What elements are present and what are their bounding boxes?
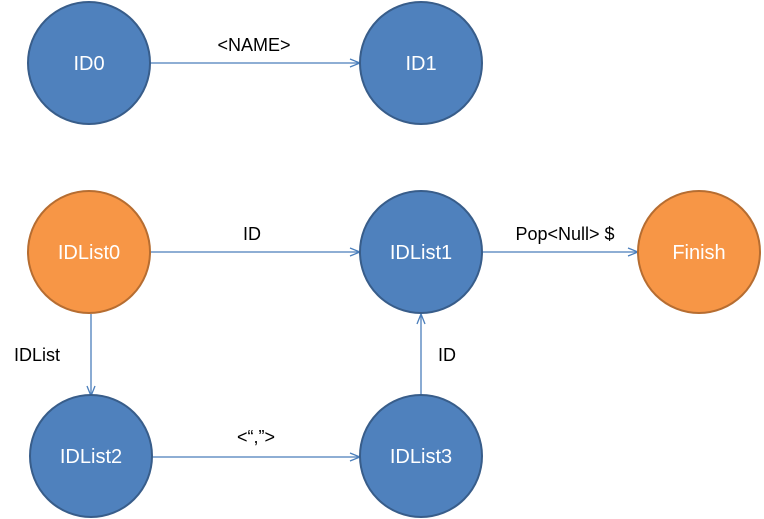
node-circle	[359, 190, 483, 314]
node-circle	[29, 394, 153, 518]
node-circle	[27, 190, 151, 314]
node-label: IDList2	[60, 446, 122, 468]
node-idlist0: IDList0	[27, 190, 151, 314]
node-label: IDList0	[58, 242, 120, 264]
node-circle	[359, 394, 483, 518]
edge-label-idlist2-to-idlist3: <“,”>	[237, 427, 275, 447]
edges: <NAME> ID Pop<Null> $ IDList <“,”> ID	[14, 35, 638, 457]
node-circle	[359, 1, 483, 125]
node-id0: ID0	[27, 1, 151, 125]
node-label: Finish	[672, 242, 725, 264]
node-id1: ID1	[359, 1, 483, 125]
node-circle	[27, 1, 151, 125]
node-circle	[637, 190, 761, 314]
nodes: ID0 ID1 IDList0 IDList1 Finish IDList2 I…	[27, 1, 761, 518]
node-label: IDList1	[390, 242, 452, 264]
node-label: ID0	[73, 53, 104, 75]
edge-label-idlist1-to-finish: Pop<Null> $	[515, 224, 614, 244]
edge-label-id0-to-id1: <NAME>	[217, 35, 290, 55]
node-idlist1: IDList1	[359, 190, 483, 314]
node-idlist2: IDList2	[29, 394, 153, 518]
edge-label-idlist3-to-idlist1: ID	[438, 345, 456, 365]
edge-label-idlist0-to-idlist2: IDList	[14, 345, 60, 365]
node-idlist3: IDList3	[359, 394, 483, 518]
node-label: ID1	[405, 53, 436, 75]
node-finish: Finish	[637, 190, 761, 314]
node-label: IDList3	[390, 446, 452, 468]
edge-label-idlist0-to-idlist1: ID	[243, 224, 261, 244]
